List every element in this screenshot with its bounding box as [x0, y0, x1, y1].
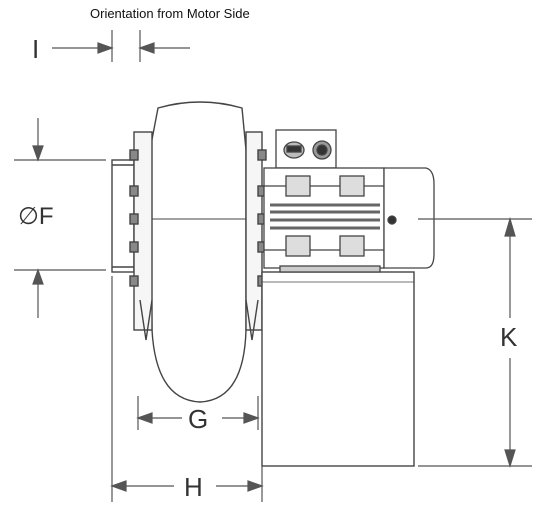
dimension-h: [110, 276, 264, 502]
motor: [263, 129, 435, 273]
label-i: I: [32, 34, 39, 64]
label-h: H: [184, 472, 203, 502]
diagram-title: Orientation from Motor Side: [90, 6, 250, 21]
dimension-i: [52, 30, 190, 62]
dimension-g: [136, 396, 260, 430]
dimension-f: [14, 118, 106, 318]
label-k: K: [500, 322, 518, 352]
pedestal: [261, 271, 415, 467]
label-f: ∅F: [18, 203, 54, 230]
blower-housing: [111, 101, 267, 403]
label-g: G: [188, 404, 208, 434]
dimension-k: [418, 216, 532, 469]
